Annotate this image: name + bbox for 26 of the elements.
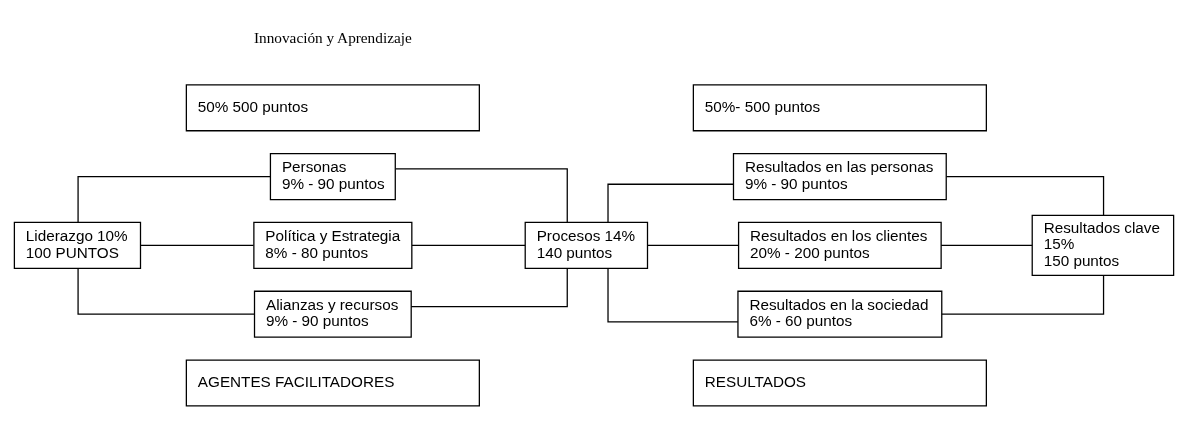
node-box: Liderazgo 10% 100 PUNTOS — [13, 221, 142, 269]
node-box: Procesos 14% 140 puntos — [524, 221, 649, 269]
connector — [411, 244, 526, 247]
node-box: Resultados en los clientes 20% - 200 puntos — [737, 221, 942, 269]
node-box: 50%- 500 puntos — [692, 84, 987, 132]
node-box: Alianzas y recursos 9% - 90 puntos — [253, 290, 412, 338]
node-box: Resultados clave 15% 150 puntos — [1031, 214, 1175, 276]
connector — [395, 168, 568, 224]
node-box: Resultados en la sociedad 6% - 60 puntos — [737, 290, 943, 338]
connector — [77, 175, 271, 223]
connector — [77, 268, 255, 315]
connector — [607, 183, 735, 223]
connector — [607, 267, 739, 323]
connector — [139, 244, 255, 247]
connector — [410, 267, 568, 308]
node-box: 50% 500 puntos — [185, 84, 480, 132]
connector — [945, 175, 1105, 217]
node-box: RESULTADOS — [692, 359, 987, 407]
node-box: Política y Estrategia 8% - 80 puntos — [253, 221, 413, 269]
connector — [647, 244, 740, 247]
node-box: AGENTES FACILITADORES — [185, 359, 480, 407]
node-box: Personas 9% - 90 puntos — [269, 153, 396, 201]
label: Innovación y Aprendizaje — [254, 28, 412, 46]
connector — [941, 274, 1105, 315]
connector — [940, 244, 1033, 247]
node-box: Resultados en las personas 9% - 90 puntos — [732, 153, 947, 201]
